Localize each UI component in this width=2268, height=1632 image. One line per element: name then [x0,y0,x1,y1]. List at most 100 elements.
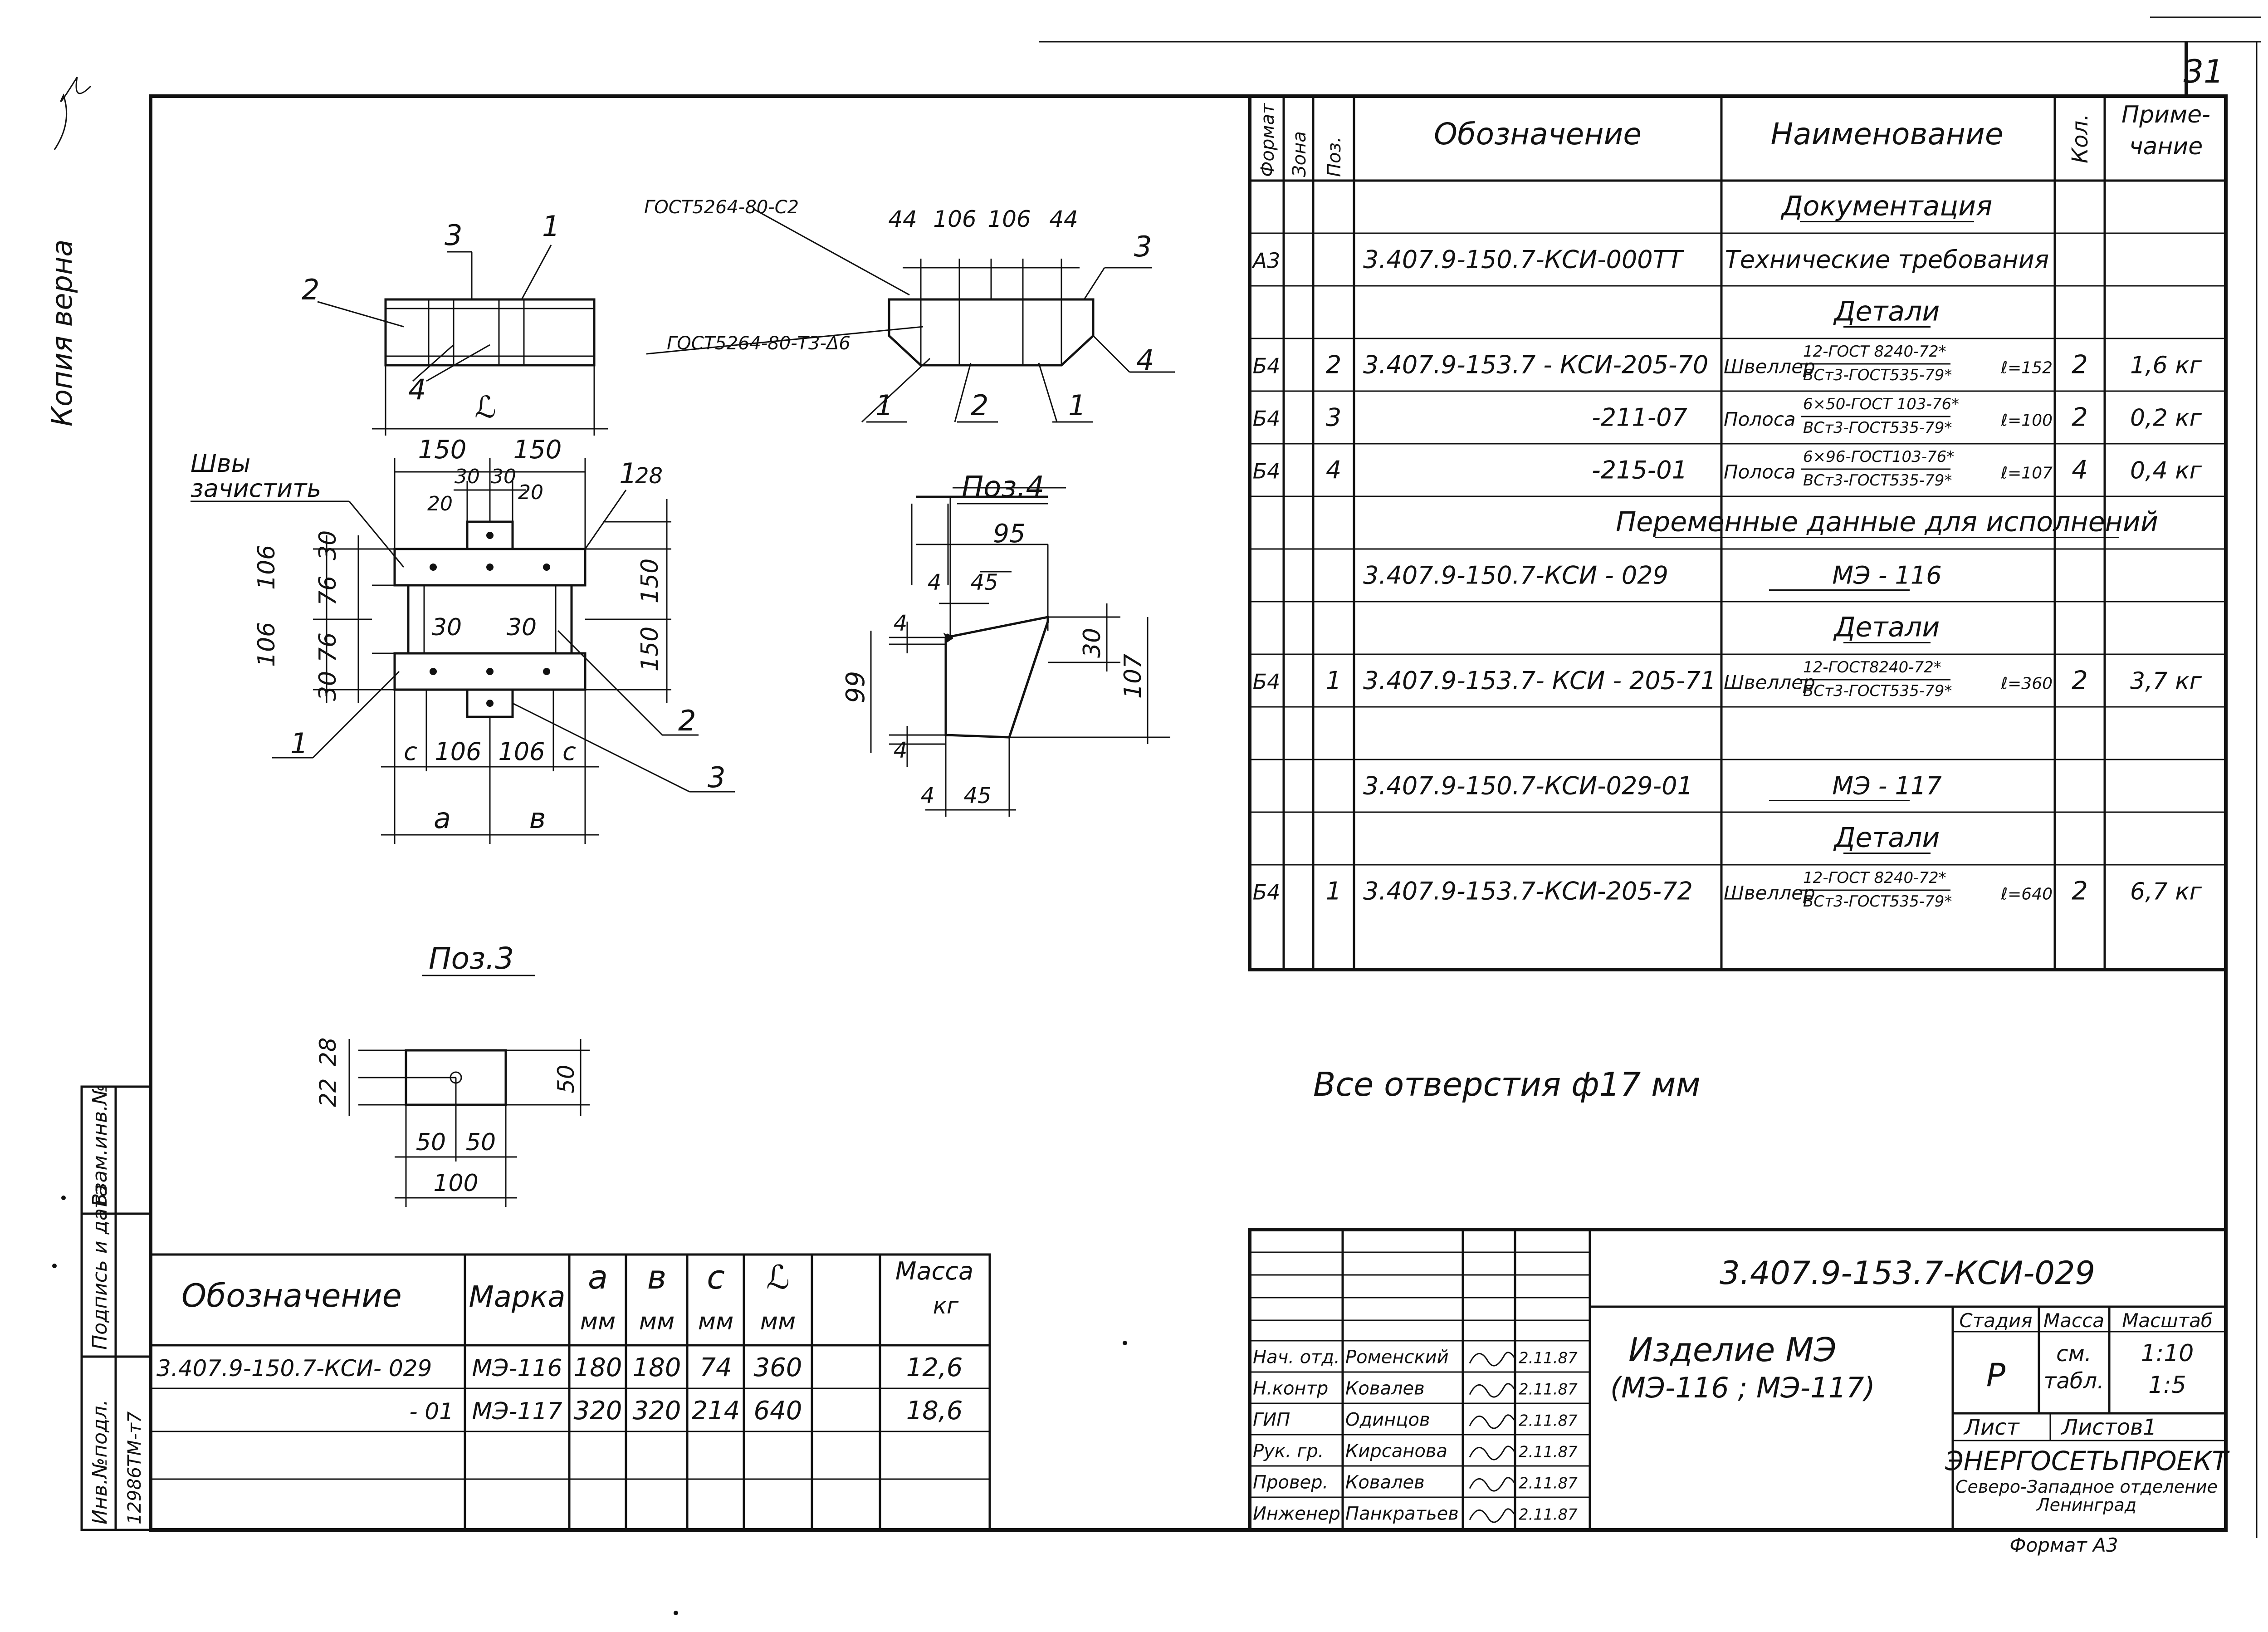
top-right-label-1a: 1 [875,389,893,422]
signer-date: 2.11.87 [1519,1349,1578,1367]
spec-cell-pos: 3 [1326,403,1341,432]
spec-cell-qty: 2 [2072,350,2088,380]
signer-signature [1469,1352,1516,1367]
top-left-label-4: 4 [408,373,426,406]
spec-cell-qty: 2 [2072,877,2088,906]
pos4-dim-45a: 45 [970,570,998,595]
plan-dim-106c: 106 [435,737,481,766]
spec-cell-designation: 3.407.9-150.7-КСИ - 029 [1363,561,1668,590]
inv-podl-label: Инв.№подл. [88,1399,112,1524]
pos4-dim-4d: 4 [921,783,935,809]
stage-label: Стадия [1959,1309,2032,1332]
pos3-dim-100: 100 [433,1170,478,1197]
spec-section-title: Переменные данные для исполнений [1616,506,2158,538]
spec-cell-name-length: ℓ=640 [2000,885,2053,904]
spec-cell-note: 0,2 кг [2130,405,2202,432]
spec-cell-name: МЭ - 117 [1832,772,1941,800]
spec-cell-name-bottom: ВСт3-ГОСТ535-79* [1803,471,1952,490]
pos4-dim-4c: 4 [894,738,908,763]
plan-dim-106a: 106 [253,545,280,590]
view-top-left [317,245,608,436]
spec-cell-designation: -215-01 [1592,456,1687,485]
spec-cell-name: МЭ - 116 [1832,561,1941,590]
spec-cell-format: Б4 [1253,354,1281,378]
gost-t3-note: ГОСТ5264-80-Т3-Δ6 [667,333,850,354]
spec-section-title: Документация [1780,191,1992,222]
mass-value-2: табл. [2044,1368,2104,1394]
plan-dim-150b: 150 [513,435,562,465]
pos4-dim-4a: 4 [928,570,942,595]
var-header-c-unit: мм [698,1308,733,1335]
spec-cell-designation: -211-07 [1592,403,1687,432]
var-header-L: ℒ [766,1258,790,1296]
var-header-b: в [647,1258,666,1296]
pos4-dim-107: 107 [1119,654,1147,699]
plan-dim-a: а [434,802,451,835]
var-cell-a: 180 [574,1353,622,1382]
top-right-label-4: 4 [1136,343,1154,377]
signer-name: Кирсанова [1345,1441,1447,1462]
spec-cell-name-main: Швеллер [1724,882,1815,904]
spec-cell-format: Б4 [1253,670,1281,694]
sheet-number: 31 [2183,53,2224,90]
pos4-dim-4b: 4 [894,611,908,636]
pos3-dim-50-height: 50 [553,1064,579,1093]
welds-note-2: зачистить [191,474,321,503]
top-left-label-3: 3 [445,219,462,252]
var-header-mass-1: Масса [895,1257,973,1285]
pos3-dim-22: 22 [315,1078,341,1107]
mass-label: Масса [2043,1309,2104,1332]
stray-dot [674,1611,678,1615]
var-cell-mark: МЭ-116 [472,1355,562,1382]
pos3-title: Поз.3 [429,941,514,976]
plan-dim-76b: 76 [314,632,342,662]
plan-dim-30b: 30 [491,465,516,488]
view-plan [191,458,735,844]
var-cell-designation: - 01 [409,1398,454,1425]
spec-cell-pos: 1 [1326,667,1341,695]
mass-value-1: см. [2056,1341,2092,1367]
spec-cell-note: 0,4 кг [2130,457,2202,485]
var-header-a-unit: мм [580,1308,616,1335]
spec-header-qty: Кол. [2068,114,2093,163]
plan-dim-30a: 30 [455,465,480,488]
welds-note-1: Швы [191,449,250,478]
var-header-L-unit: мм [760,1308,796,1335]
spec-header-note-2: чание [2129,133,2203,160]
signer-signature [1469,1383,1516,1398]
spec-cell-name-bottom: ВСт3-ГОСТ535-79* [1803,682,1952,700]
var-cell-designation: 3.407.9-150.7-КСИ- 029 [156,1355,432,1382]
spec-cell-name: Технические требования [1725,245,2049,274]
spec-cell-name-main: Полоса [1724,461,1796,483]
top-right-dim-44b: 44 [1049,206,1078,232]
title-block-grid [1248,1228,2228,1532]
var-cell-L: 360 [754,1353,802,1382]
plan-label-1b: 1 [290,727,308,760]
spec-header-note-1: Приме- [2121,101,2210,128]
signer-role: Рук. гр. [1253,1441,1324,1462]
top-right-label-3: 3 [1134,230,1152,263]
spec-cell-name-top: 12-ГОСТ8240-72* [1803,658,1941,676]
item-title-2: (МЭ-116 ; МЭ-117) [1610,1371,1875,1404]
signer-name: Панкратьев [1345,1504,1459,1524]
spec-cell-name-top: 6×50-ГОСТ 103-76* [1803,395,1959,413]
pos4-dim-95: 95 [993,519,1025,549]
pos4-dim-30: 30 [1079,628,1106,658]
signer-name: Ковалев [1345,1472,1425,1493]
spec-cell-name-main: Швеллер [1724,356,1815,378]
signer-signature [1469,1508,1516,1523]
spec-cell-name-length: ℓ=360 [2000,675,2053,693]
var-cell-b: 180 [633,1353,681,1382]
spec-cell-name-length: ℓ=107 [2000,464,2053,483]
item-title-1: Изделие МЭ [1628,1331,1837,1369]
document-code: 3.407.9-153.7-КСИ-029 [1720,1255,2095,1292]
signature-date-label: Подпись и дата [88,1185,112,1350]
plan-dim-150c: 150 [636,559,664,603]
spec-cell-pos: 4 [1326,456,1341,485]
spec-cell-name-top: 12-ГОСТ 8240-72* [1803,343,1946,361]
signature-mark [54,77,92,150]
scale-value-1: 1:10 [2141,1340,2194,1367]
spec-section-title: Детали [1833,612,1940,643]
spec-cell-name-length: ℓ=100 [2000,412,2053,430]
